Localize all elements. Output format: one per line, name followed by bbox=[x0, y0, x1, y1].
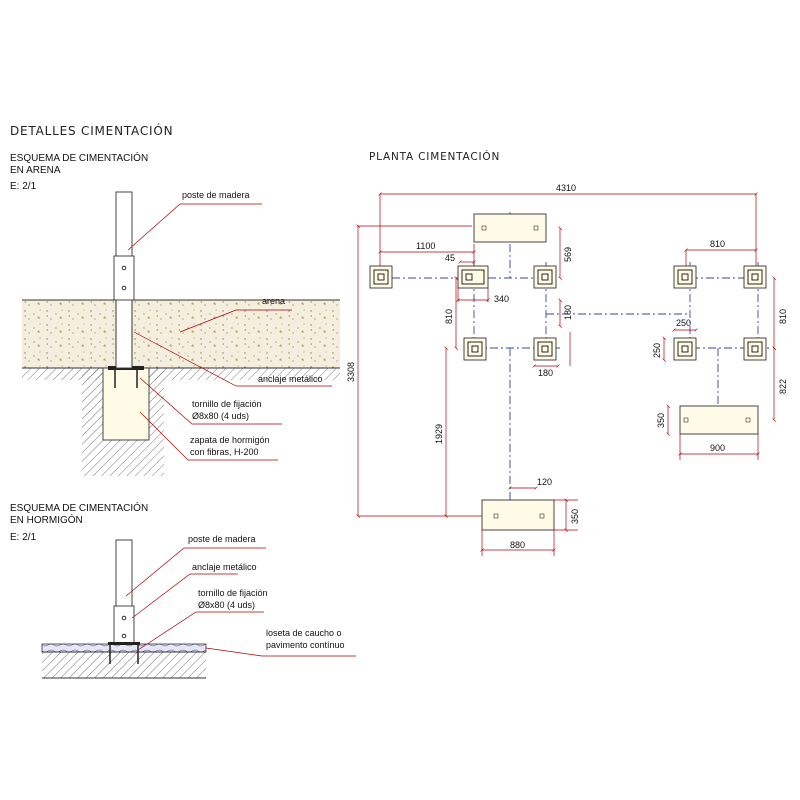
detail-concrete: ESQUEMA DE CIMENTACIÓN EN HORMIGÓN E: 2/… bbox=[10, 501, 356, 679]
detail-sand: ESQUEMA DE CIMENTACIÓN EN ARENA E: 2/1 p… bbox=[10, 151, 340, 476]
label-screw-2: Ø8x80 (4 uds) bbox=[192, 411, 249, 421]
label-tile-2: pavimento contínuo bbox=[266, 640, 345, 650]
detail-concrete-scale: E: 2/1 bbox=[10, 532, 37, 543]
dim-340: 340 bbox=[494, 294, 509, 304]
dim-180-b: 180 bbox=[538, 368, 553, 378]
dim-1100: 1100 bbox=[416, 241, 435, 251]
detail-concrete-title-2: EN HORMIGÓN bbox=[10, 513, 83, 526]
dim-3308: 3308 bbox=[346, 362, 356, 382]
dim-180-a: 180 bbox=[563, 305, 573, 320]
post-base bbox=[533, 337, 557, 361]
label-tile-1: loseta de caucho o bbox=[266, 628, 342, 638]
label-post: poste de madera bbox=[188, 534, 256, 544]
dim-120: 120 bbox=[537, 477, 552, 487]
dim-569: 569 bbox=[563, 247, 573, 262]
label-screw-1: tornillo de fijación bbox=[192, 399, 262, 409]
label-sand: arena bbox=[262, 296, 285, 306]
dim-900: 900 bbox=[710, 443, 725, 453]
dim-810-top-right: 810 bbox=[710, 239, 725, 249]
footing-bottom bbox=[481, 499, 555, 531]
label-footing-2: con fibras, H-200 bbox=[190, 447, 259, 457]
post-base bbox=[673, 337, 697, 361]
detail-sand-title-1: ESQUEMA DE CIMENTACIÓN bbox=[10, 151, 148, 164]
dim-810-right: 810 bbox=[778, 309, 788, 324]
sand-layer bbox=[22, 300, 340, 368]
concrete-base-hatch bbox=[42, 652, 206, 678]
detail-sand-title-2: EN ARENA bbox=[10, 165, 61, 176]
label-screw-1: tornillo de fijación bbox=[198, 588, 268, 598]
bolt-icon bbox=[121, 265, 127, 271]
post-base bbox=[463, 337, 487, 361]
label-screw-2: Ø8x80 (4 uds) bbox=[198, 600, 255, 610]
dim-810-left: 810 bbox=[444, 309, 454, 324]
page-title: DETALLES CIMENTACIÓN bbox=[10, 123, 173, 138]
detail-concrete-title-1: ESQUEMA DE CIMENTACIÓN bbox=[10, 501, 148, 514]
rubber-tile-layer bbox=[41, 643, 207, 653]
post-base bbox=[533, 265, 557, 289]
label-footing-1: zapata de hormigón bbox=[190, 435, 270, 445]
bolt-icon bbox=[121, 285, 127, 291]
post-base bbox=[369, 265, 393, 289]
footing-right bbox=[679, 405, 759, 435]
footing-top bbox=[473, 213, 547, 243]
bolt-icon bbox=[121, 633, 127, 639]
label-post: poste de madera bbox=[182, 190, 250, 200]
dim-45: 45 bbox=[445, 253, 455, 263]
post-base bbox=[673, 265, 697, 289]
dim-250-a: 250 bbox=[676, 318, 691, 328]
dim-822: 822 bbox=[778, 379, 788, 394]
plan-view: PLANTA CIMENTACIÓN bbox=[346, 150, 788, 556]
concrete-footing bbox=[102, 367, 150, 441]
detail-sand-scale: E: 2/1 bbox=[10, 181, 37, 192]
post-base bbox=[457, 265, 489, 289]
dim-1929: 1929 bbox=[434, 424, 444, 444]
bolt-icon bbox=[121, 615, 127, 621]
dim-250-b: 250 bbox=[652, 343, 662, 358]
label-anchor: anclaje metálico bbox=[258, 374, 323, 384]
post-base bbox=[743, 265, 767, 289]
post-base bbox=[743, 337, 767, 361]
dim-350-right: 350 bbox=[656, 413, 666, 428]
dim-880: 880 bbox=[510, 540, 525, 550]
metal-anchor bbox=[113, 255, 135, 301]
label-anchor: anclaje metálico bbox=[192, 562, 257, 572]
dim-350-bottom: 350 bbox=[570, 509, 580, 524]
plan-title: PLANTA CIMENTACIÓN bbox=[369, 150, 500, 163]
dim-4310: 4310 bbox=[556, 183, 576, 193]
